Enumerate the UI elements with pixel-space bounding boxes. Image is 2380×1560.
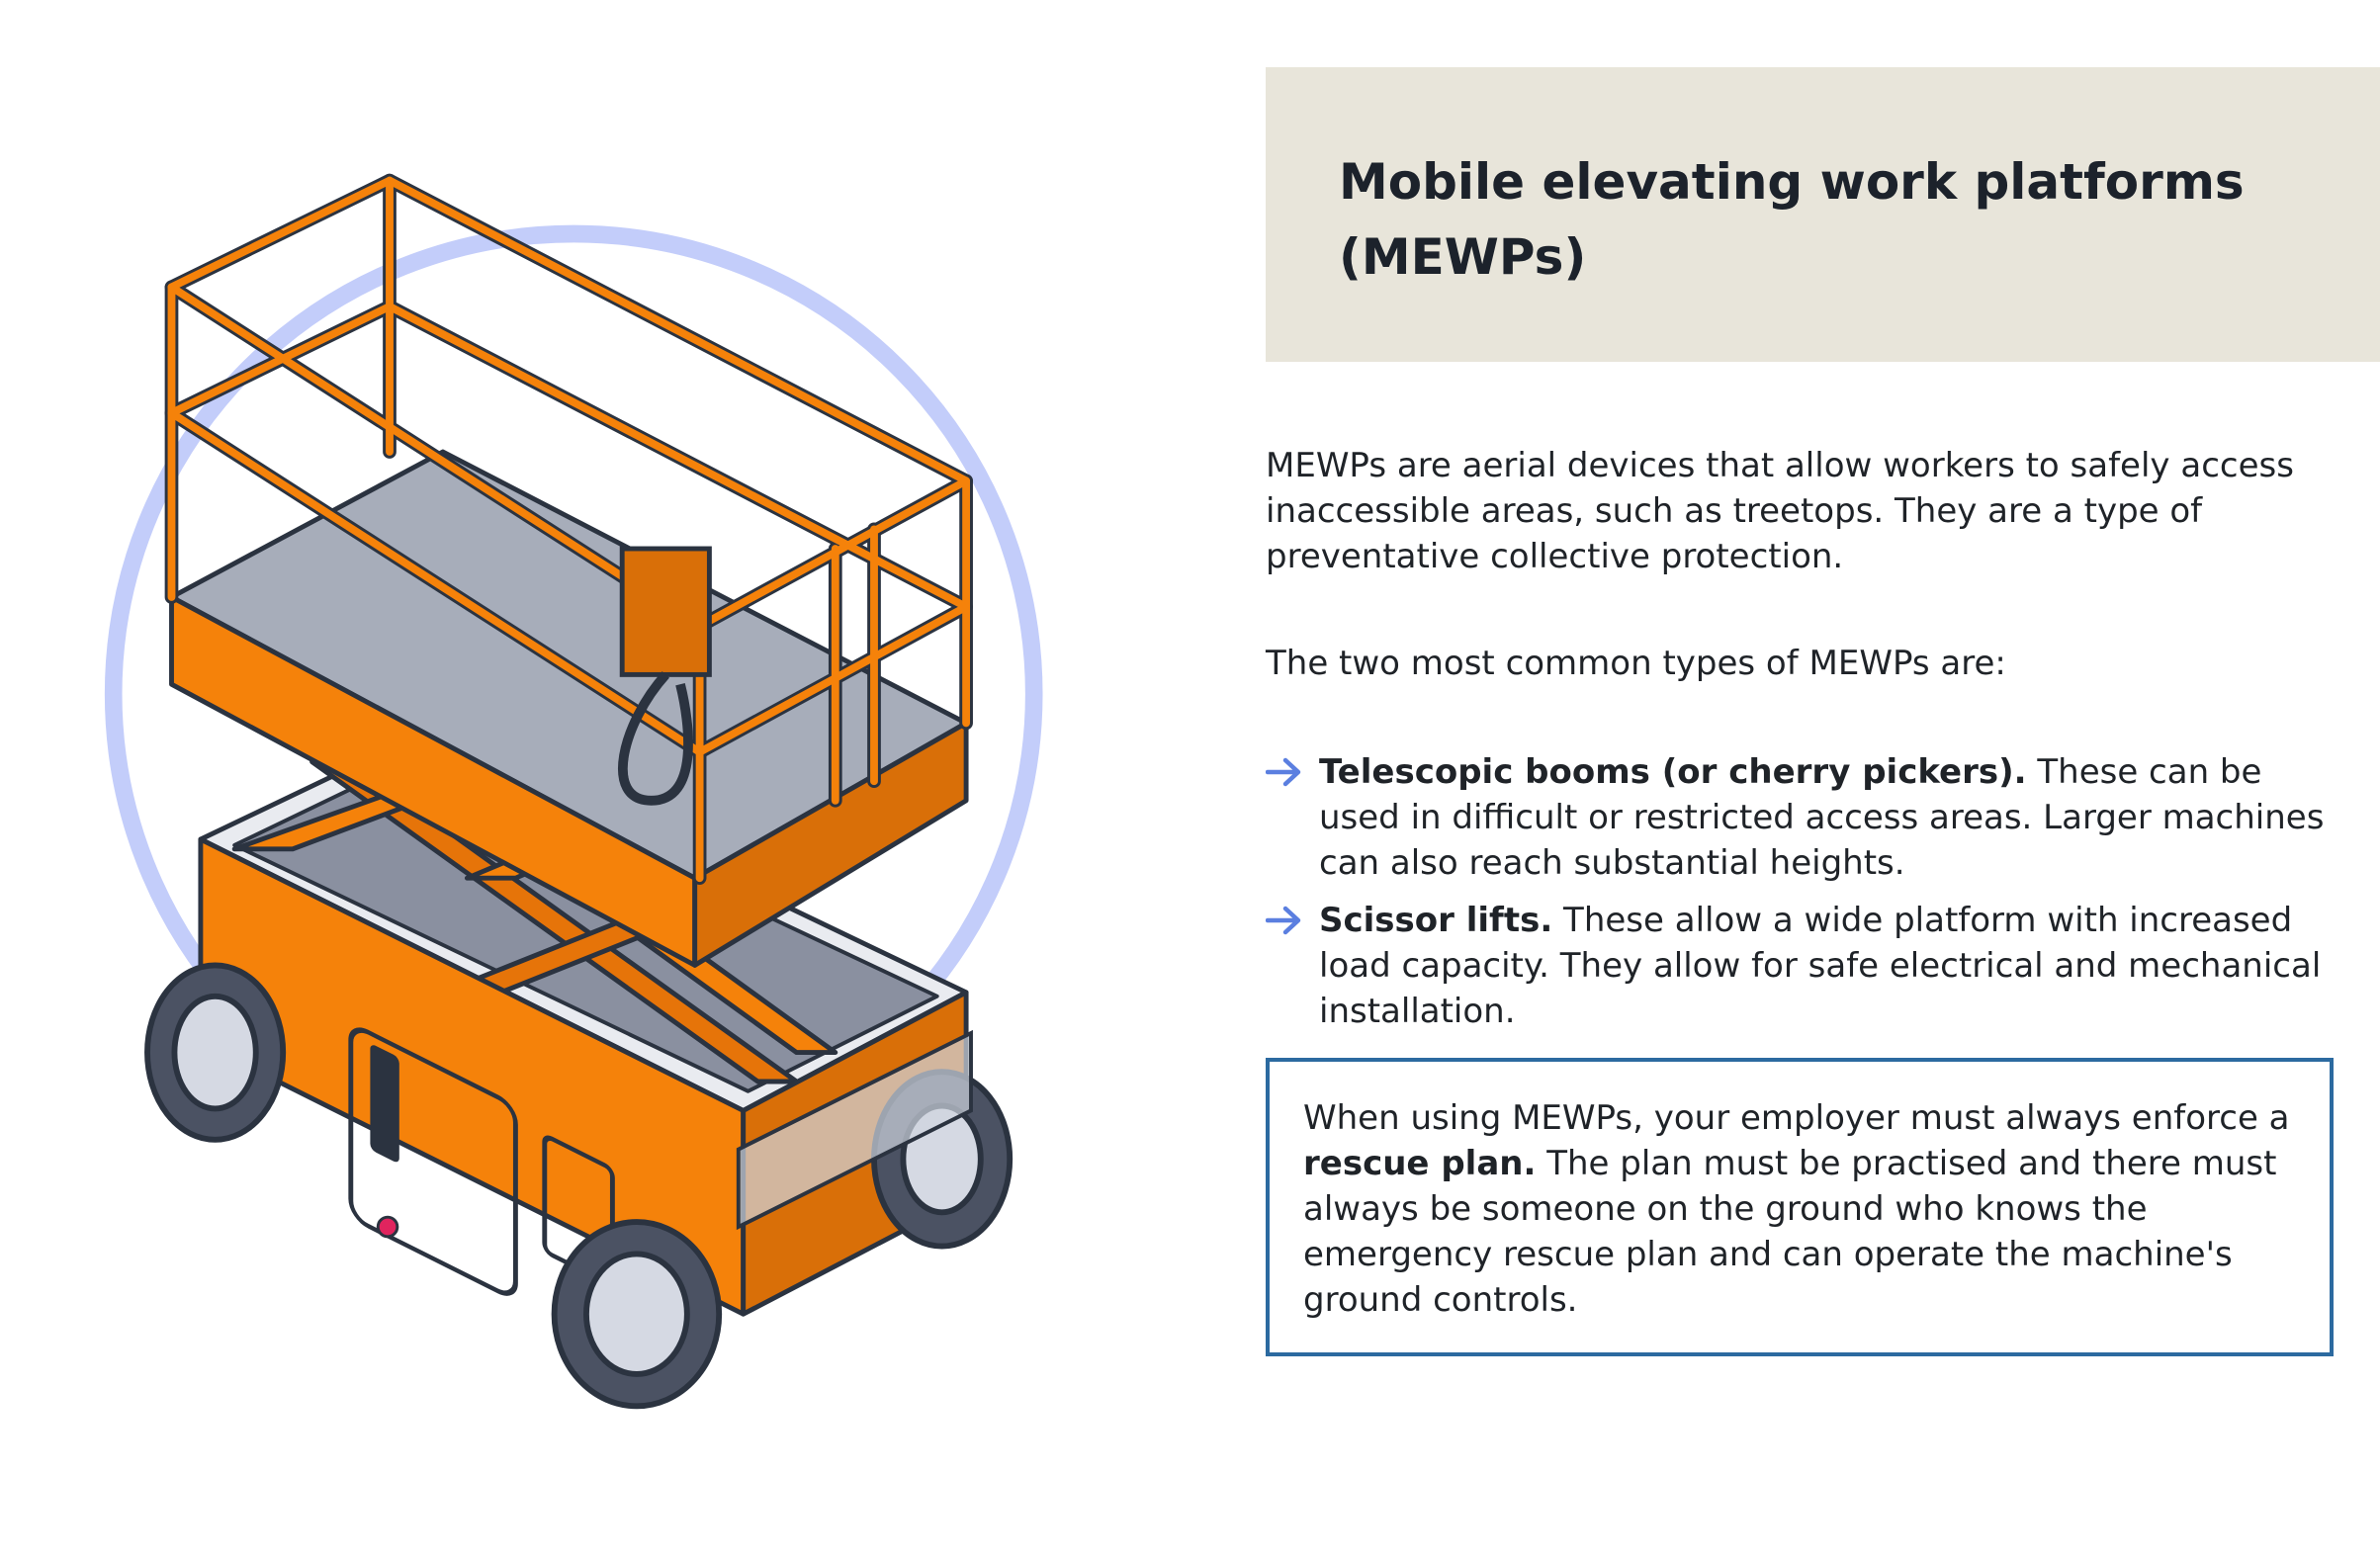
list-item-term: Telescopic booms (or cherry pickers). <box>1319 752 2027 792</box>
content-column: Mobile elevating work platforms (MEWPs) … <box>1266 67 2380 1356</box>
list-item: Telescopic booms (or cherry pickers). Th… <box>1266 749 2343 886</box>
list-item-text: These can be used in difficult or restri… <box>1319 752 2325 883</box>
control-buttons <box>370 1045 399 1163</box>
arrow-right-icon <box>1266 757 1301 787</box>
scissor-lift-illustration <box>99 168 1068 1414</box>
control-panel <box>348 1027 518 1296</box>
intro-paragraph: MEWPs are aerial devices that allow work… <box>1266 446 2294 576</box>
platform-railing <box>164 173 973 886</box>
rear-glass-panel <box>736 1029 973 1231</box>
title-panel: Mobile elevating work platforms (MEWPs) <box>1266 67 2380 362</box>
callout-text-after: The plan must be practised and there mus… <box>1303 1144 2277 1320</box>
platform-control-box <box>619 546 712 677</box>
list-lead-paragraph: The two most common types of MEWPs are: <box>1266 644 2006 683</box>
callout-text-before: When using MEWPs, your employer must alw… <box>1303 1098 2290 1138</box>
mewp-types-list: Telescopic booms (or cherry pickers). Th… <box>1266 749 2343 1034</box>
page-title: Mobile elevating work platforms (MEWPs) <box>1339 153 2245 286</box>
arrow-right-icon <box>1266 906 1301 935</box>
rescue-plan-callout: When using MEWPs, your employer must alw… <box>1266 1058 2334 1356</box>
control-cable <box>618 671 693 806</box>
callout-emphasis: rescue plan. <box>1303 1144 1537 1183</box>
list-item-text: These allow a wide platform with increas… <box>1319 901 2322 1031</box>
body-text: MEWPs are aerial devices that allow work… <box>1266 443 2343 1356</box>
list-item-term: Scissor lifts. <box>1319 901 1553 940</box>
list-item: Scissor lifts. These allow a wide platfo… <box>1266 898 2343 1034</box>
emergency-button <box>376 1215 399 1239</box>
